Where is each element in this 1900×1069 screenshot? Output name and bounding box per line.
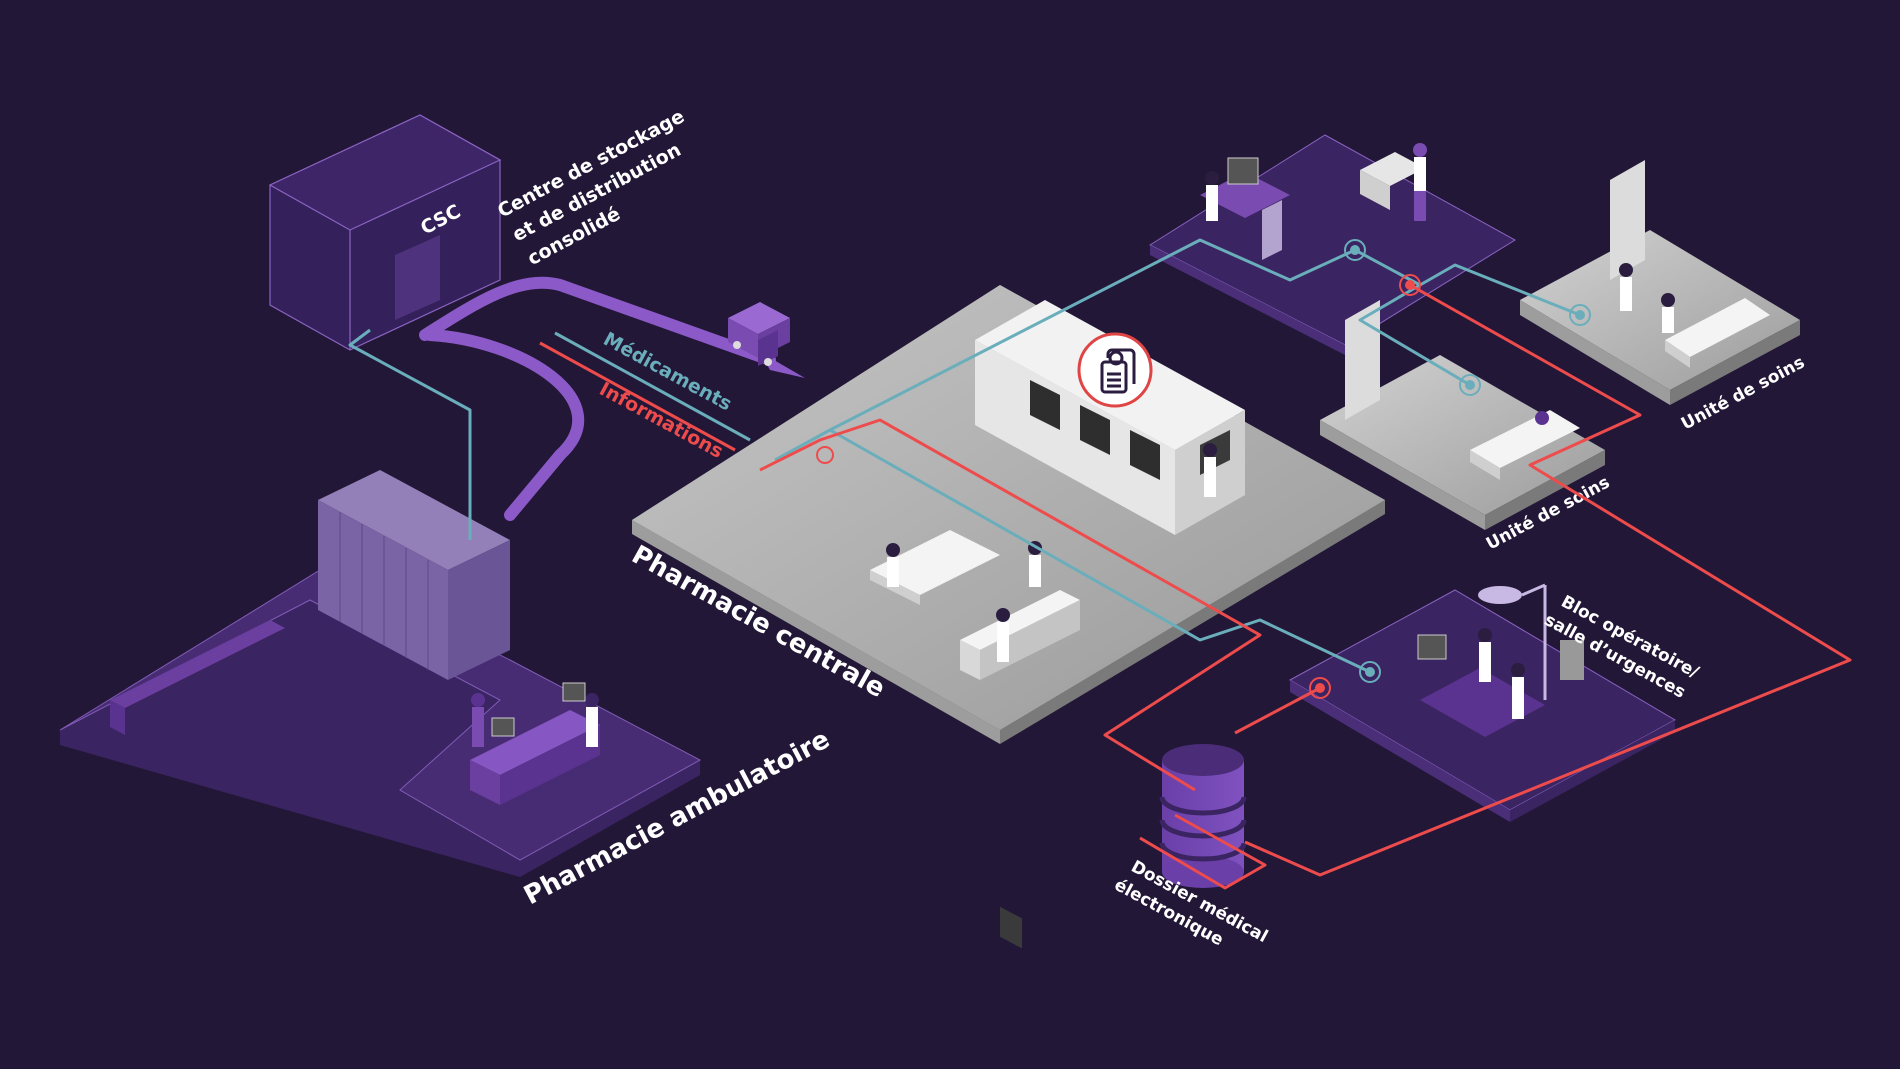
central-pharmacy: [632, 285, 1385, 949]
csc-outpatient-medication-link: [348, 328, 472, 540]
delivery-route: [419, 276, 805, 521]
nursing-station-room: [1148, 134, 1516, 355]
database-icon: [1159, 744, 1247, 888]
legend-information-line: [539, 341, 736, 452]
clipboard-documents-icon: [1077, 332, 1153, 408]
outpatient-pharmacy: [59, 470, 702, 877]
csc-building: CSC: [268, 114, 502, 351]
medication-flow-network: [774, 238, 1591, 683]
operating-room: [1288, 583, 1677, 822]
delivery-truck-icon: [728, 302, 790, 366]
legend-medications-line: [554, 331, 751, 442]
csc-label: Centre de stockage et de distribution co…: [494, 105, 688, 270]
care-unit-1: [1320, 300, 1605, 530]
care-unit-2: [1520, 160, 1800, 405]
information-flow-network: [759, 274, 1852, 890]
